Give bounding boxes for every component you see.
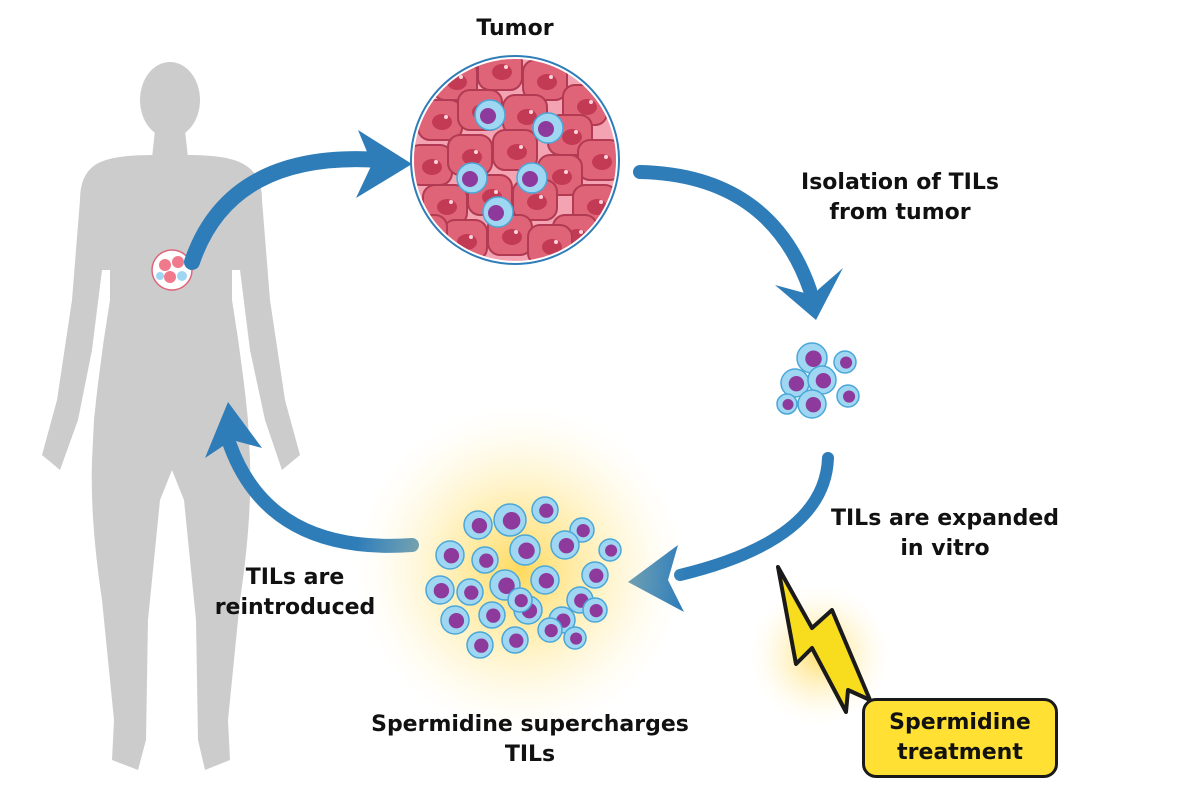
tumor-cell	[527, 224, 573, 261]
arrow-isolation-to-expansion	[674, 452, 834, 581]
til-cell	[582, 597, 608, 623]
til-cell	[807, 365, 837, 395]
til-cell	[797, 389, 827, 419]
tumor-icon	[410, 55, 620, 265]
badge-line-1: Spermidine	[889, 710, 1031, 735]
badge-line-2: treatment	[897, 740, 1023, 765]
glow-effect	[355, 405, 685, 735]
til-cell	[509, 534, 541, 566]
cycle-arrows	[184, 151, 834, 581]
til-cell	[471, 546, 499, 574]
til-cell	[537, 617, 563, 643]
til-in-tumor	[474, 99, 506, 131]
til-cell	[833, 350, 857, 374]
arrow-body-to-tumor	[184, 151, 388, 270]
tumor-cell	[414, 214, 448, 256]
til-cell	[563, 626, 587, 650]
lightning-bolt-icon	[776, 565, 872, 714]
label-expanded: TILs are expanded in vitro	[830, 506, 1060, 561]
tumor-cell	[414, 144, 453, 186]
tumor-cell	[492, 129, 538, 171]
tumor-cell	[577, 139, 616, 181]
til-cell	[478, 601, 506, 629]
label-supercharges: Spermidine supercharges TILs	[371, 712, 689, 767]
arrowhead-down-icon	[775, 268, 843, 320]
til-cell	[598, 538, 622, 562]
til-cell	[836, 384, 860, 408]
label-tumor: Tumor	[476, 16, 554, 41]
arrowhead-right-icon	[356, 130, 412, 198]
til-cell	[530, 565, 560, 595]
til-in-tumor	[532, 112, 564, 144]
human-silhouette-icon	[42, 62, 300, 770]
til-cell	[501, 626, 529, 654]
til-cell	[463, 510, 493, 540]
arrow-tumor-to-isolation	[633, 165, 817, 297]
til-cell	[425, 575, 455, 605]
til-cell	[435, 540, 465, 570]
til-cell	[456, 578, 484, 606]
label-isolation: Isolation of TILs from tumor	[801, 170, 999, 225]
tumor-cell	[522, 59, 568, 101]
til-in-tumor	[482, 196, 514, 228]
expanded-til-cluster-icon	[425, 496, 622, 659]
til-cell	[507, 587, 533, 613]
label-reintroduced: TILs are reintroduced	[214, 565, 376, 620]
til-cell	[776, 393, 798, 415]
til-cell	[581, 561, 609, 589]
til-cell	[440, 605, 470, 635]
arrowhead-up-icon	[205, 402, 262, 458]
til-cell	[493, 503, 527, 537]
tumor-cell	[417, 99, 463, 141]
til-cell	[550, 530, 580, 560]
tumor-in-body-icon	[151, 249, 193, 291]
til-in-tumor	[516, 162, 548, 194]
til-cell	[531, 496, 559, 524]
spermidine-treatment-badge: Spermidine treatment	[862, 698, 1058, 778]
til-in-tumor	[456, 162, 488, 194]
isolated-til-cluster-icon	[776, 342, 860, 419]
til-cell	[466, 631, 494, 659]
